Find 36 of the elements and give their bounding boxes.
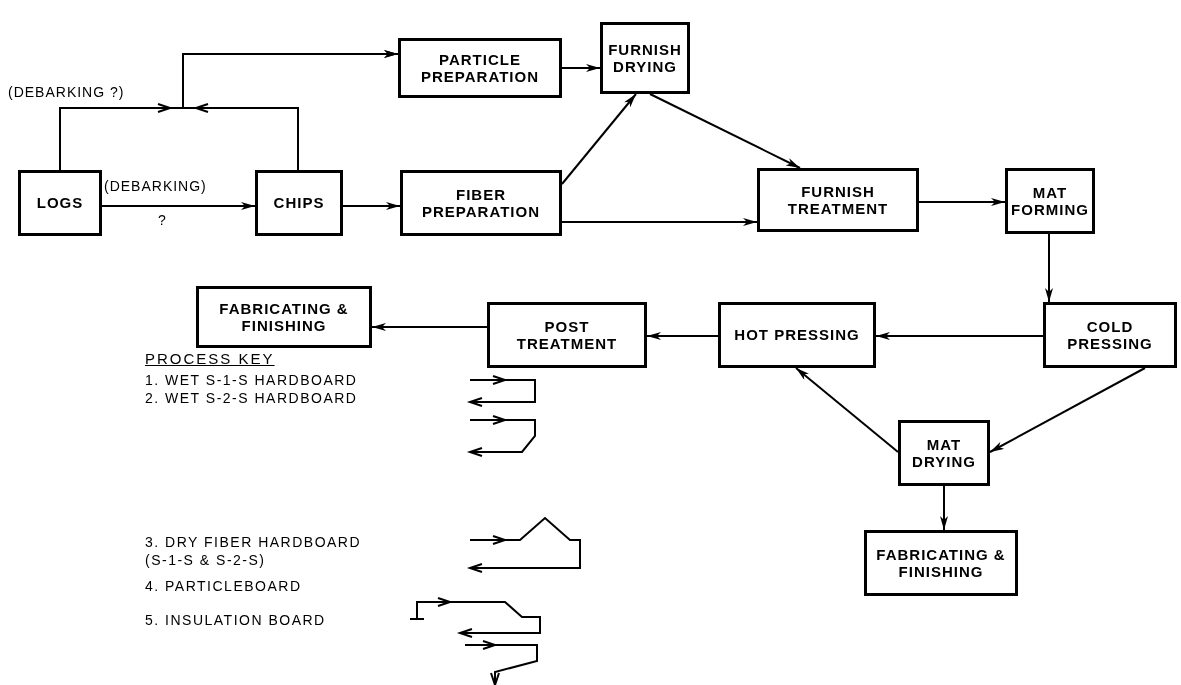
arrow [875, 332, 1044, 340]
process-box: MAT FORMING [1005, 168, 1095, 234]
arrow [342, 202, 401, 210]
arrow [989, 367, 1146, 453]
arrow [1045, 233, 1053, 303]
process-box: FURNISH TREATMENT [757, 168, 919, 232]
legend-entry: 4. PARTICLEBOARD [145, 577, 303, 596]
arrow [371, 323, 488, 331]
arrow [795, 367, 899, 453]
legend-entry: 2. WET S-2-S HARDBOARD [145, 389, 359, 408]
process-box: HOT PRESSING [718, 302, 876, 368]
legend-entry: 5. INSULATION BOARD [145, 611, 327, 630]
process-box: POST TREATMENT [487, 302, 647, 368]
process-box: LOGS [18, 170, 102, 236]
edge-label: (DEBARKING) [104, 178, 207, 195]
edge-note: ? [158, 212, 167, 229]
process-box: PARTICLE PREPARATION [398, 38, 562, 98]
arrow [101, 202, 256, 210]
arrow [561, 218, 758, 226]
process-box: FIBER PREPARATION [400, 170, 562, 236]
process-box: FABRICATING & FINISHING [196, 286, 372, 348]
process-box: COLD PRESSING [1043, 302, 1177, 368]
process-box: FURNISH DRYING [600, 22, 690, 94]
edge-label: (DEBARKING ?) [8, 84, 125, 101]
arrow [918, 198, 1006, 206]
legend-heading: PROCESS KEY [145, 350, 275, 368]
process-box: FABRICATING & FINISHING [864, 530, 1018, 596]
legend-entry: 1. WET S-1-S HARDBOARD [145, 371, 359, 390]
process-box: CHIPS [255, 170, 343, 236]
arrow [940, 485, 948, 531]
arrow [561, 93, 637, 185]
arrow [649, 93, 801, 169]
process-box: MAT DRYING [898, 420, 990, 486]
arrow [646, 332, 719, 340]
legend-entry: 3. DRY FIBER HARDBOARD (S-1-S & S-2-S) [145, 533, 363, 570]
arrow [561, 64, 601, 72]
